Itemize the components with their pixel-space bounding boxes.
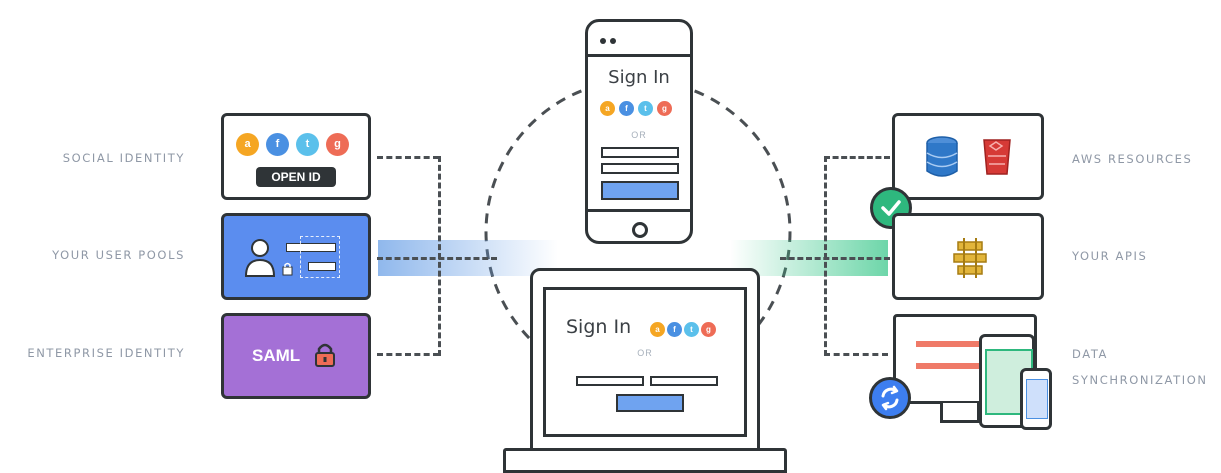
phone-screen: Sign In a f t g OR: [588, 54, 690, 212]
connector-apis: [780, 257, 890, 260]
enterprise-identity-card: SAML: [221, 313, 371, 399]
phone-sign-in-title: Sign In: [608, 67, 670, 88]
lock-icon: [282, 262, 293, 276]
facebook-badge: f: [266, 133, 289, 156]
label-synchronization: SYNCHRONIZATION: [1072, 373, 1208, 387]
connector-data-sync: [824, 353, 888, 356]
label-aws-resources: AWS RESOURCES: [1072, 152, 1193, 166]
google-badge: g: [657, 101, 672, 116]
laptop-device: Sign In a f t g OR: [530, 268, 760, 451]
user-pools-card: [221, 213, 371, 300]
twitter-badge: t: [638, 101, 653, 116]
phone-password-field: [601, 163, 679, 174]
sync-icon: [869, 377, 911, 419]
connector-user-pools: [377, 257, 497, 260]
database-icon: [926, 136, 958, 177]
connector-right-vertical: [824, 156, 827, 356]
social-identity-card: a f t g OPEN ID: [221, 113, 371, 200]
lock-icon: [315, 343, 335, 367]
label-data: DATA: [1072, 347, 1109, 361]
phone-camera-dot: [600, 38, 606, 44]
aws-resources-card: [892, 113, 1044, 200]
user-icon: [244, 239, 276, 277]
monitor-stand: [940, 403, 980, 423]
laptop-sign-in-button: [616, 394, 684, 412]
phone-sign-in-button: [601, 181, 679, 200]
phone-username-field: [601, 147, 679, 158]
form-field-2: [308, 262, 336, 271]
monitor-bar-2: [916, 363, 980, 369]
label-your-user-pools: YOUR USER POOLS: [52, 248, 185, 262]
label-enterprise-identity: ENTERPRISE IDENTITY: [27, 346, 185, 360]
form-dotted-frame: [300, 236, 340, 278]
connector-enterprise: [377, 353, 439, 356]
connector-aws: [824, 156, 890, 159]
phone-device: Sign In a f t g OR: [585, 19, 693, 244]
small-phone-device: [1020, 368, 1052, 430]
open-id-pill: OPEN ID: [256, 167, 336, 187]
twitter-badge: t: [296, 133, 319, 156]
your-apis-card: [892, 213, 1044, 300]
phone-camera-dot: [610, 38, 616, 44]
phone-or-text: OR: [631, 130, 647, 140]
s3-bucket-icon: [983, 139, 1011, 175]
form-field-1: [286, 243, 336, 252]
laptop-screen: Sign In a f t g OR: [543, 287, 747, 437]
laptop-base: [503, 448, 787, 473]
amazon-badge: a: [600, 101, 615, 116]
api-gateway-icon: [953, 238, 987, 278]
small-phone-screen: [1026, 379, 1048, 419]
amazon-badge: a: [650, 322, 665, 337]
label-your-apis: YOUR APIS: [1072, 249, 1148, 263]
laptop-password-field: [650, 376, 718, 386]
facebook-badge: f: [619, 101, 634, 116]
amazon-badge: a: [236, 133, 259, 156]
phone-home-button: [632, 222, 648, 238]
laptop-or-text: OR: [637, 348, 653, 358]
google-badge: g: [701, 322, 716, 337]
twitter-badge: t: [684, 322, 699, 337]
connector-left-vertical: [438, 156, 441, 356]
laptop-sign-in-title: Sign In: [566, 316, 632, 338]
google-badge: g: [326, 133, 349, 156]
connector-social: [377, 156, 439, 159]
label-social-identity: SOCIAL IDENTITY: [62, 151, 185, 165]
facebook-badge: f: [667, 322, 682, 337]
laptop-username-field: [576, 376, 644, 386]
saml-label: SAML: [252, 346, 301, 365]
monitor-bar-1: [916, 341, 980, 347]
